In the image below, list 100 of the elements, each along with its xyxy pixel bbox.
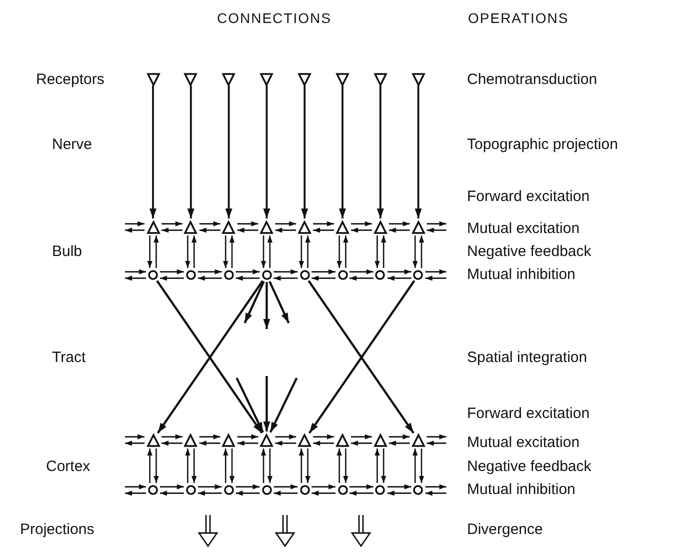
receptor-triangle bbox=[260, 72, 274, 86]
circle-cell bbox=[413, 485, 424, 495]
arrow bbox=[263, 376, 270, 432]
harpoon-arrow bbox=[387, 490, 412, 496]
harpoon-arrow bbox=[160, 484, 184, 490]
arrow bbox=[225, 86, 232, 218]
circle-cell bbox=[186, 270, 196, 280]
harpoon-arrow bbox=[147, 448, 152, 483]
triangle-cell bbox=[222, 434, 236, 446]
operation-label: Mutual excitation bbox=[467, 434, 580, 452]
arrow bbox=[339, 86, 346, 218]
harpoon-arrow bbox=[313, 221, 334, 226]
operation-label: Divergence bbox=[467, 521, 543, 539]
harpoon-arrow bbox=[125, 269, 146, 274]
harpoon-arrow bbox=[275, 440, 296, 446]
arrow bbox=[236, 378, 264, 433]
harpoon-arrow bbox=[313, 440, 334, 446]
harpoon-arrow bbox=[260, 236, 266, 268]
harpoon-arrow bbox=[274, 490, 298, 496]
harpoon-arrow bbox=[350, 490, 374, 496]
harpoon-arrow bbox=[387, 484, 412, 490]
row-label: Projections bbox=[20, 521, 94, 539]
harpoon-arrow bbox=[426, 434, 446, 440]
harpoon-arrow bbox=[125, 484, 146, 490]
receptor-triangle bbox=[374, 72, 387, 86]
harpoon-arrow bbox=[125, 221, 144, 226]
harpoon-arrow bbox=[274, 276, 298, 281]
circle-cell bbox=[186, 485, 196, 495]
harpoon-arrow bbox=[387, 276, 412, 281]
harpoon-arrow bbox=[336, 236, 342, 268]
harpoon-arrow bbox=[298, 236, 304, 268]
triangle-cell bbox=[260, 220, 274, 234]
triangle-cell bbox=[146, 220, 160, 234]
harpoon-arrow bbox=[412, 448, 418, 483]
receptor-triangle bbox=[412, 72, 425, 86]
arrow bbox=[268, 280, 290, 324]
harpoon-arrow bbox=[388, 434, 410, 440]
circle-cell bbox=[148, 270, 158, 280]
harpoon-arrow bbox=[351, 228, 372, 233]
harpoon-arrow bbox=[343, 236, 348, 268]
arrow bbox=[187, 86, 194, 218]
harpoon-arrow bbox=[125, 228, 144, 233]
harpoon-arrow bbox=[350, 269, 374, 274]
triangle-cell bbox=[412, 434, 425, 446]
circle-cell bbox=[224, 485, 234, 495]
triangle-cell bbox=[298, 220, 312, 234]
harpoon-arrow bbox=[305, 448, 310, 483]
circle-cell bbox=[300, 270, 310, 280]
harpoon-arrow bbox=[185, 236, 190, 268]
harpoon-arrow bbox=[236, 484, 260, 490]
triangle-cell bbox=[260, 434, 274, 446]
triangle-cell bbox=[184, 434, 198, 446]
harpoon-arrow bbox=[236, 276, 260, 281]
harpoon-arrow bbox=[237, 434, 258, 440]
harpoon-arrow bbox=[312, 269, 336, 274]
receptor-triangle bbox=[336, 72, 349, 86]
harpoon-arrow bbox=[267, 236, 272, 268]
harpoon-arrow bbox=[374, 236, 380, 268]
harpoon-arrow bbox=[275, 221, 296, 226]
harpoon-arrow bbox=[312, 484, 336, 490]
harpoon-arrow bbox=[162, 440, 182, 446]
operation-label: Chemotransduction bbox=[467, 71, 598, 89]
triangle-cell bbox=[374, 220, 387, 234]
harpoon-arrow bbox=[192, 448, 197, 483]
harpoon-arrow bbox=[426, 221, 446, 226]
harpoon-arrow bbox=[237, 440, 258, 446]
triangle-cell bbox=[336, 434, 349, 446]
operation-label: Forward excitation bbox=[467, 405, 590, 423]
harpoon-arrow bbox=[160, 269, 184, 274]
harpoon-arrow bbox=[229, 236, 235, 268]
harpoon-arrow bbox=[160, 276, 184, 281]
harpoon-arrow bbox=[125, 440, 144, 446]
triangle-cell bbox=[184, 220, 198, 234]
circle-cell bbox=[338, 270, 348, 280]
arrow bbox=[150, 86, 156, 218]
harpoon-arrow bbox=[387, 269, 412, 274]
receptor-triangle bbox=[298, 72, 312, 86]
harpoon-arrow bbox=[350, 276, 374, 281]
operation-label: Forward excitation bbox=[467, 188, 590, 206]
harpoon-arrow bbox=[229, 448, 235, 483]
operation-label: Mutual inhibition bbox=[467, 266, 576, 284]
operation-label: Spatial integration bbox=[467, 349, 588, 367]
harpoon-arrow bbox=[336, 448, 342, 483]
operation-label: Negative feedback bbox=[467, 458, 592, 476]
circle-cell bbox=[338, 485, 348, 495]
harpoon-arrow bbox=[162, 434, 182, 440]
harpoon-arrow bbox=[154, 448, 159, 483]
triangle-cell bbox=[374, 434, 387, 446]
harpoon-arrow bbox=[198, 490, 222, 496]
harpoon-arrow bbox=[426, 440, 446, 446]
harpoon-arrow bbox=[237, 221, 258, 226]
row-label: Receptors bbox=[36, 71, 104, 89]
circle-cell bbox=[375, 270, 386, 280]
harpoon-arrow bbox=[374, 448, 380, 483]
harpoon-arrow bbox=[192, 236, 197, 268]
harpoon-arrow bbox=[351, 440, 372, 446]
harpoon-arrow bbox=[237, 228, 258, 233]
harpoon-arrow bbox=[388, 440, 410, 446]
operation-label: Topographic projection bbox=[467, 136, 618, 154]
arrow bbox=[263, 282, 270, 329]
